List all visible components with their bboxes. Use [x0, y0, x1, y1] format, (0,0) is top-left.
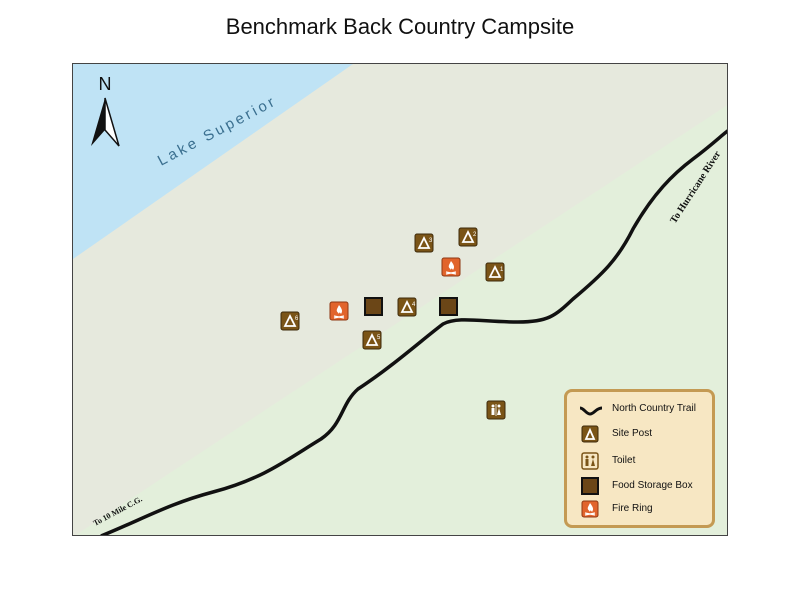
site-post-number: 5	[377, 335, 381, 341]
fire-ring-2	[329, 301, 349, 321]
legend-item-food-storage: Food Storage Box	[567, 477, 712, 497]
north-label: N	[99, 74, 112, 94]
legend-item-trail: North Country Trail	[567, 400, 712, 420]
legend-item-site-post: Site Post	[567, 425, 712, 445]
site-post-4: 4	[397, 297, 417, 317]
site-post-5: 5	[362, 330, 382, 350]
legend-label: Fire Ring	[612, 503, 653, 514]
trail-line-icon	[580, 406, 602, 416]
map-legend: North Country Trail Site Post Toilet Foo…	[564, 389, 715, 528]
legend-item-fire-ring: Fire Ring	[567, 500, 712, 520]
lake-superior-area	[73, 64, 353, 259]
site-post-number: 4	[412, 302, 416, 308]
north-country-trail	[100, 129, 727, 535]
site-post-number: 1	[500, 267, 504, 273]
site-post-number: 3	[429, 238, 433, 244]
toilet-icon	[486, 400, 506, 420]
site-post-2: 2	[458, 227, 478, 247]
site-post-3: 3	[414, 233, 434, 253]
food-storage-icon	[581, 477, 599, 495]
legend-label: Food Storage Box	[612, 480, 693, 491]
north-arrow-icon: N	[91, 74, 120, 147]
fire-ring-1	[441, 257, 461, 277]
legend-label: Toilet	[612, 455, 636, 466]
site-post-6: 6	[280, 311, 300, 331]
toilet-icon	[581, 452, 599, 470]
fire-icon	[581, 500, 599, 518]
site-post-1: 1	[485, 262, 505, 282]
legend-label: North Country Trail	[612, 403, 696, 414]
legend-label: Site Post	[612, 428, 653, 439]
tent-icon	[581, 425, 599, 443]
map-title: Benchmark Back Country Campsite	[225, 14, 575, 39]
food-storage-box-1	[364, 297, 383, 316]
legend-item-toilet: Toilet	[567, 452, 712, 472]
site-post-number: 6	[295, 316, 299, 322]
food-storage-box-2	[439, 297, 458, 316]
site-post-number: 2	[473, 232, 477, 238]
